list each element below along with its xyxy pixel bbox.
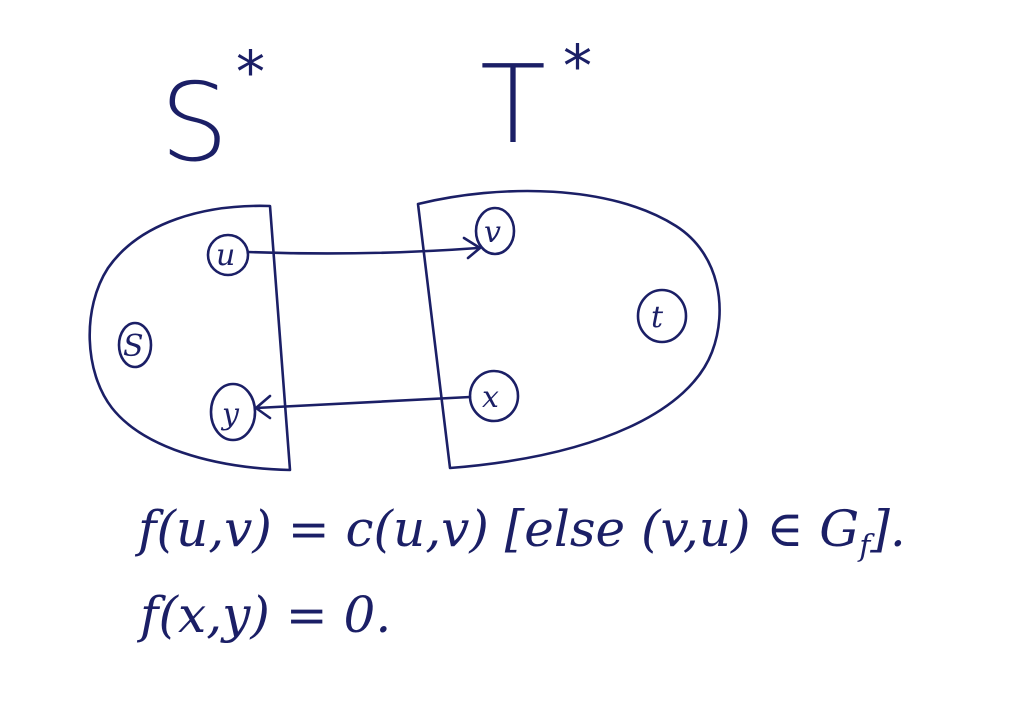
set-label-s: S (160, 61, 229, 186)
node-y-label: y (220, 397, 240, 432)
node-sink-label: t (651, 300, 664, 335)
edge-x-to-y (254, 394, 472, 420)
equation-line-2: f(x,y) = 0. (136, 586, 391, 644)
arrowhead-x-to-y (254, 394, 272, 420)
node-u-label: u (216, 238, 235, 273)
node-x: x (468, 369, 520, 423)
arrowhead-u-to-v (462, 236, 482, 260)
set-label-s-star: S * (160, 38, 265, 186)
equation-line-1-end: ]. (869, 500, 905, 558)
set-label-t: T (480, 43, 546, 168)
node-y: y (209, 382, 257, 442)
node-u: u (206, 233, 250, 277)
edge-u-to-v (246, 236, 482, 260)
region-t-star-outline (416, 189, 721, 470)
equation-line-1: f(u,v) = c(u,v) [else (v,u) ∈ Gf]. (134, 500, 906, 564)
node-v-label: v (484, 215, 501, 250)
node-source: S (117, 321, 153, 369)
node-sink: t (636, 288, 688, 344)
set-label-t-star: T * (480, 32, 592, 168)
region-s-star-outline (88, 204, 292, 472)
set-superscript-s: * (236, 38, 265, 106)
node-source-label: S (123, 329, 144, 364)
node-x-label: x (482, 380, 499, 415)
node-v: v (474, 206, 516, 256)
set-superscript-t: * (563, 32, 592, 100)
equation-line-1-main: f(u,v) = c(u,v) [else (v,u) ∈ G (134, 500, 859, 558)
